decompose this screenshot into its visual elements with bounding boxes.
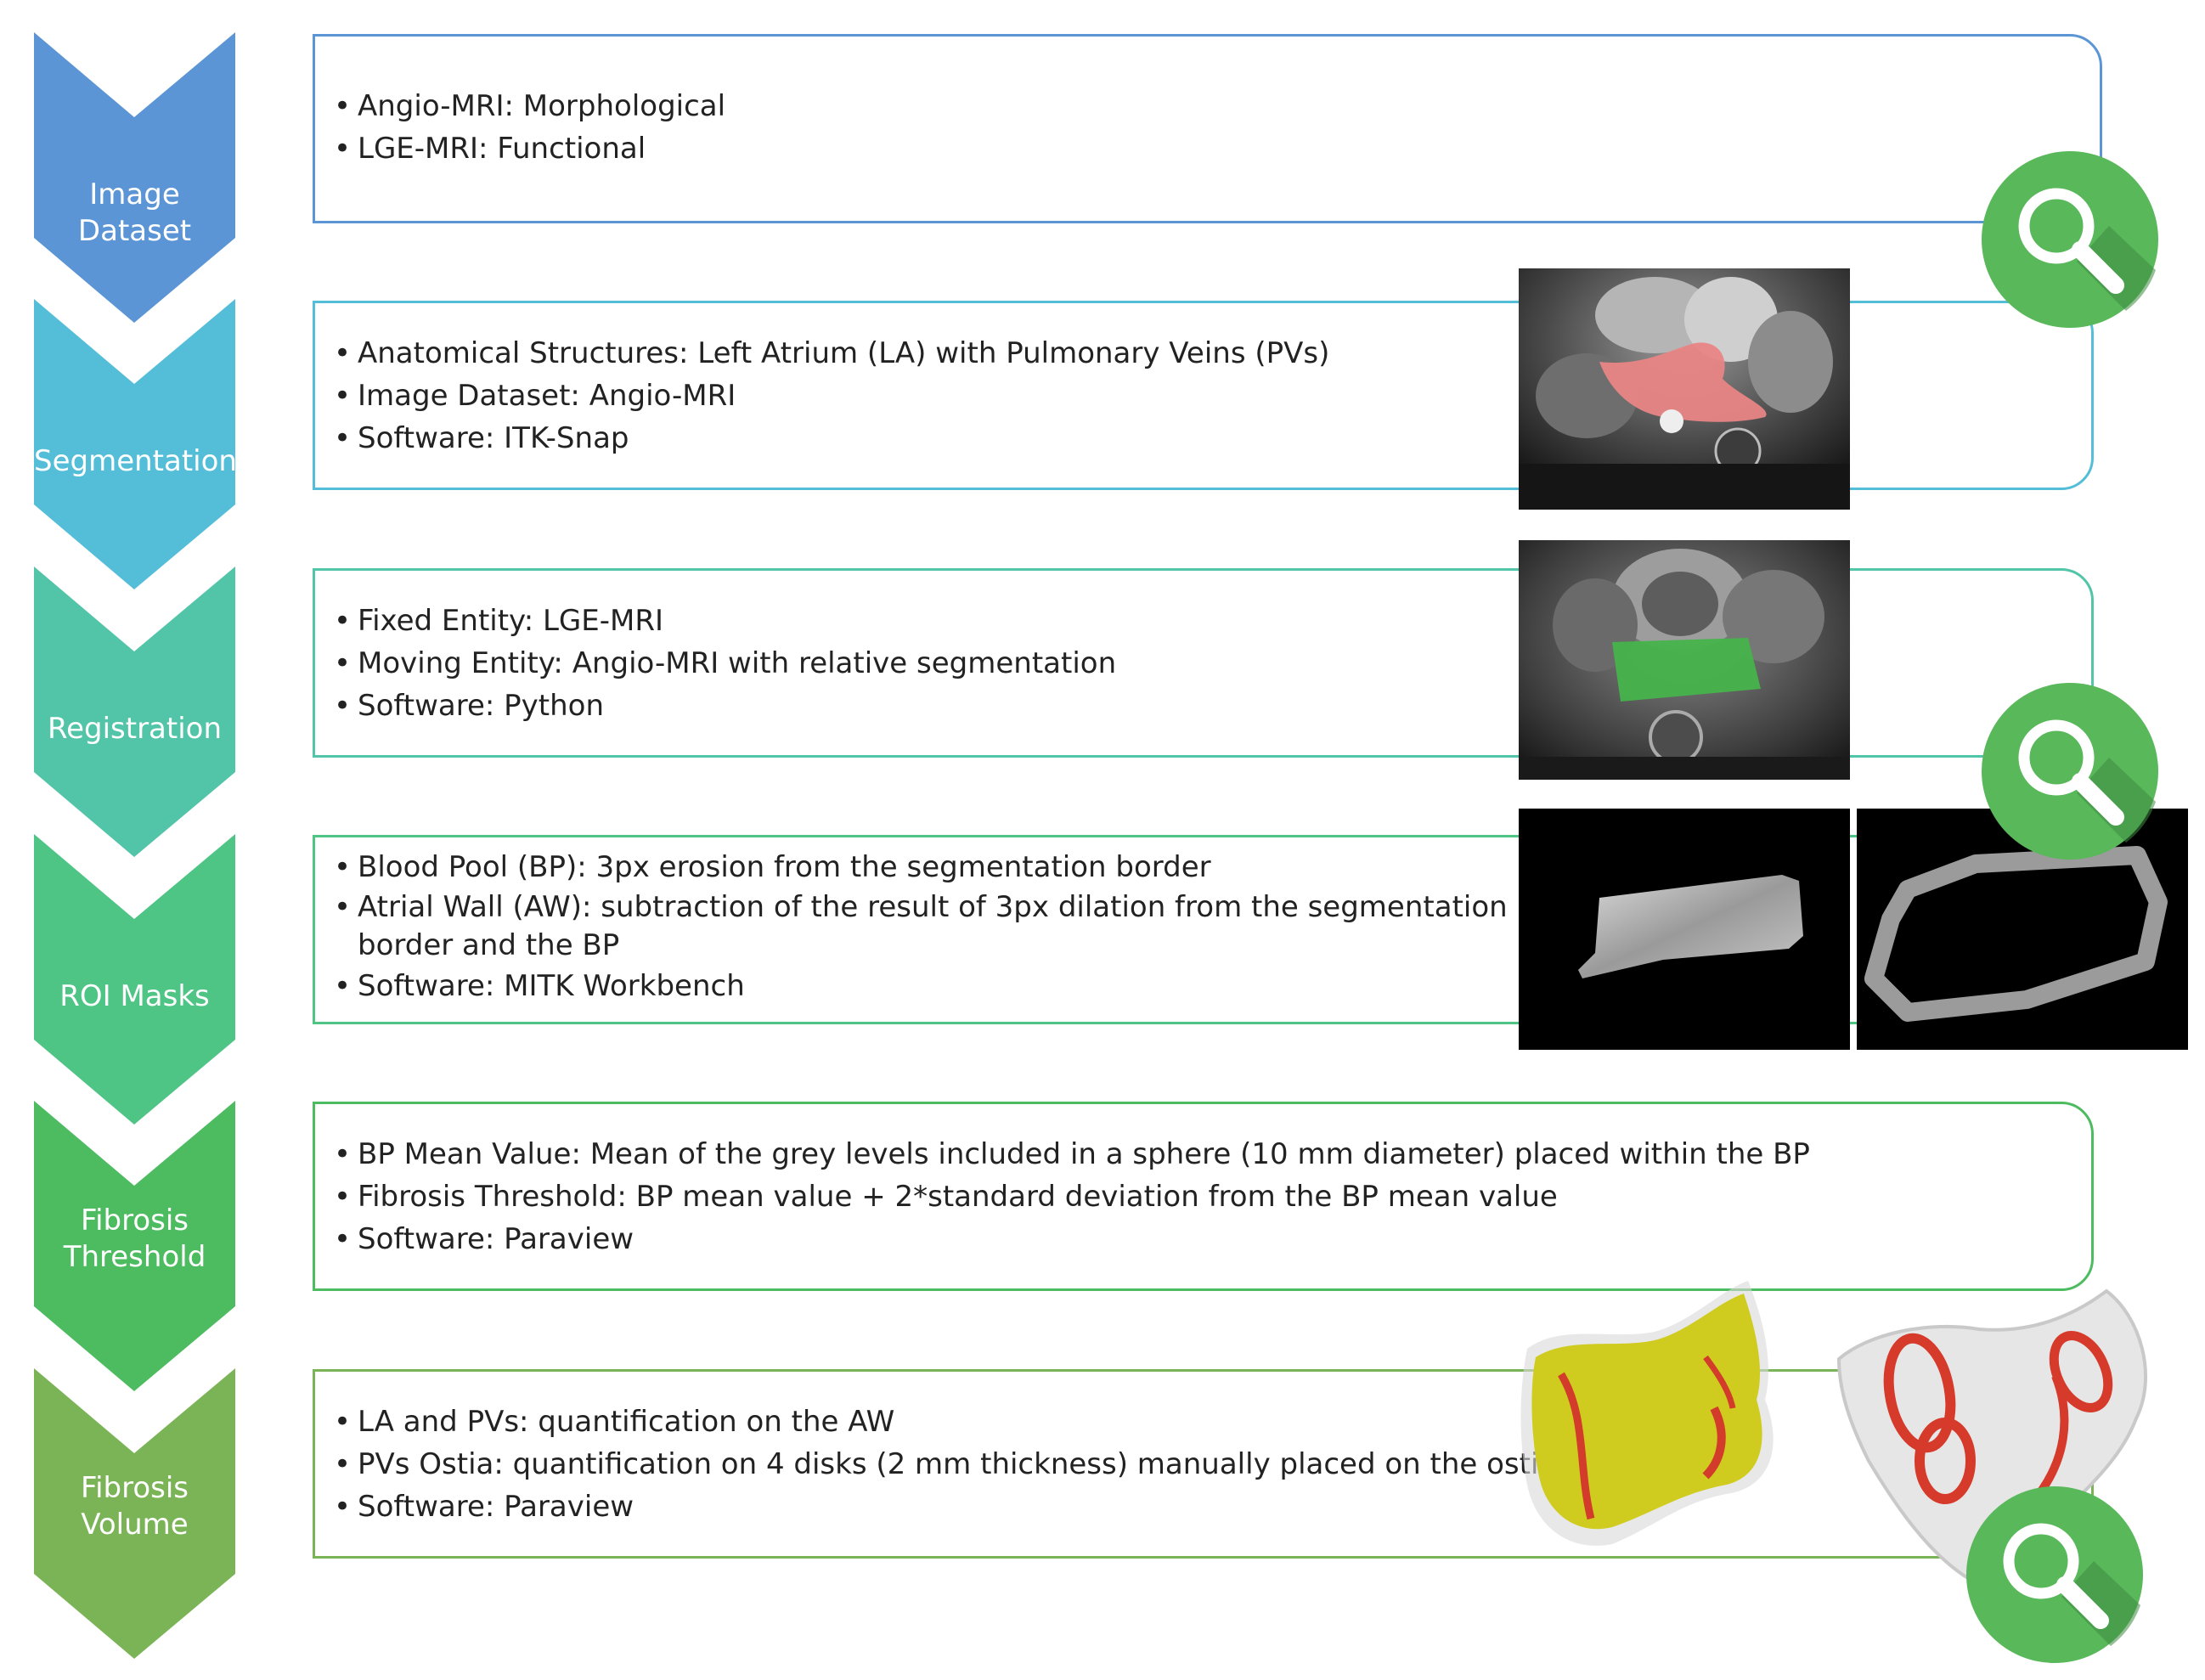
chevron-shape <box>34 32 235 323</box>
bullet-item: Image Dataset: Angio-MRI <box>334 375 1329 417</box>
bullet-list: BP Mean Value: Mean of the grey levels i… <box>334 1133 1810 1260</box>
bullet-item: Fixed Entity: LGE-MRI <box>334 600 1116 642</box>
step-chevron-fibrosis-volume: Fibrosis Volume <box>34 1368 235 1659</box>
step-chevron-segmentation: Segmentation <box>34 299 237 589</box>
bullet-list: Blood Pool (BP): 3px erosion from the se… <box>334 846 1514 1007</box>
step-chevron-roi-masks: ROI Masks <box>34 834 235 1125</box>
bullet-item: Software: Paraview <box>334 1218 1810 1260</box>
bullet-item: PVs Ostia: quantification on 4 disks (2 … <box>334 1443 1556 1486</box>
step-label: Registration <box>47 712 223 746</box>
bullet-item: Moving Entity: Angio-MRI with relative s… <box>334 642 1116 685</box>
step-chevron-image-dataset: Image Dataset <box>34 32 235 323</box>
bullet-item: Blood Pool (BP): 3px erosion from the se… <box>334 846 1514 888</box>
bullet-item: LA and PVs: quantification on the AW <box>334 1401 1556 1443</box>
magnifier-icon <box>1982 151 2158 328</box>
bullet-item: Anatomical Structures: Left Atrium (LA) … <box>334 332 1329 375</box>
bullet-item: Angio-MRI: Morphological <box>334 85 725 127</box>
blood-pool-mask-image <box>1519 809 1850 1050</box>
bullet-list: LA and PVs: quantification on the AW PVs… <box>334 1401 1556 1528</box>
segmentation-mri-image <box>1519 268 1850 510</box>
chevron-shape <box>34 1101 235 1391</box>
step-box-image-dataset: Angio-MRI: Morphological LGE-MRI: Functi… <box>313 34 2102 223</box>
step-chevron-registration: Registration <box>34 567 235 857</box>
step-label: ROI Masks <box>59 979 210 1013</box>
chevron-shape <box>34 299 235 589</box>
step-box-fibrosis-volume: LA and PVs: quantification on the AW PVs… <box>313 1369 2094 1559</box>
bullet-item: Software: MITK Workbench <box>334 965 1514 1007</box>
step-label: Image Dataset <box>77 178 192 248</box>
chevron-shape <box>34 834 235 1125</box>
magnifier-icon <box>1966 1486 2143 1663</box>
step-label-line2: Volume <box>81 1508 189 1542</box>
step-label-line2: Threshold <box>63 1240 206 1274</box>
bullet-item: Atrial Wall (AW): subtraction of the res… <box>334 888 1514 965</box>
bullet-item: LGE-MRI: Functional <box>334 127 725 170</box>
magnifier-icon <box>1982 683 2158 860</box>
bullet-item: Software: ITK-Snap <box>334 417 1329 459</box>
bullet-list: Fixed Entity: LGE-MRI Moving Entity: Ang… <box>334 600 1116 727</box>
step-label: Segmentation <box>34 444 237 478</box>
step-box-fibrosis-threshold: BP Mean Value: Mean of the grey levels i… <box>313 1102 2094 1291</box>
bullet-list: Anatomical Structures: Left Atrium (LA) … <box>334 332 1329 459</box>
registration-mri-image <box>1519 540 1850 780</box>
step-label-line1: Fibrosis <box>80 1204 189 1237</box>
step-chevron-fibrosis-threshold: Fibrosis Threshold <box>34 1101 235 1391</box>
chevron-shape <box>34 1368 235 1659</box>
bullet-item: Software: Paraview <box>334 1486 1556 1528</box>
atrial-wall-mask-image <box>1857 809 2188 1050</box>
step-label-line1: Fibrosis <box>80 1471 189 1505</box>
bullet-item: Fibrosis Threshold: BP mean value + 2*st… <box>334 1175 1810 1218</box>
chevron-shape <box>34 567 235 857</box>
bullet-list: Angio-MRI: Morphological LGE-MRI: Functi… <box>334 85 725 170</box>
bullet-item: BP Mean Value: Mean of the grey levels i… <box>334 1133 1810 1175</box>
fibrosis-3d-yellow-image <box>1510 1272 1816 1561</box>
bullet-item: Software: Python <box>334 685 1116 727</box>
